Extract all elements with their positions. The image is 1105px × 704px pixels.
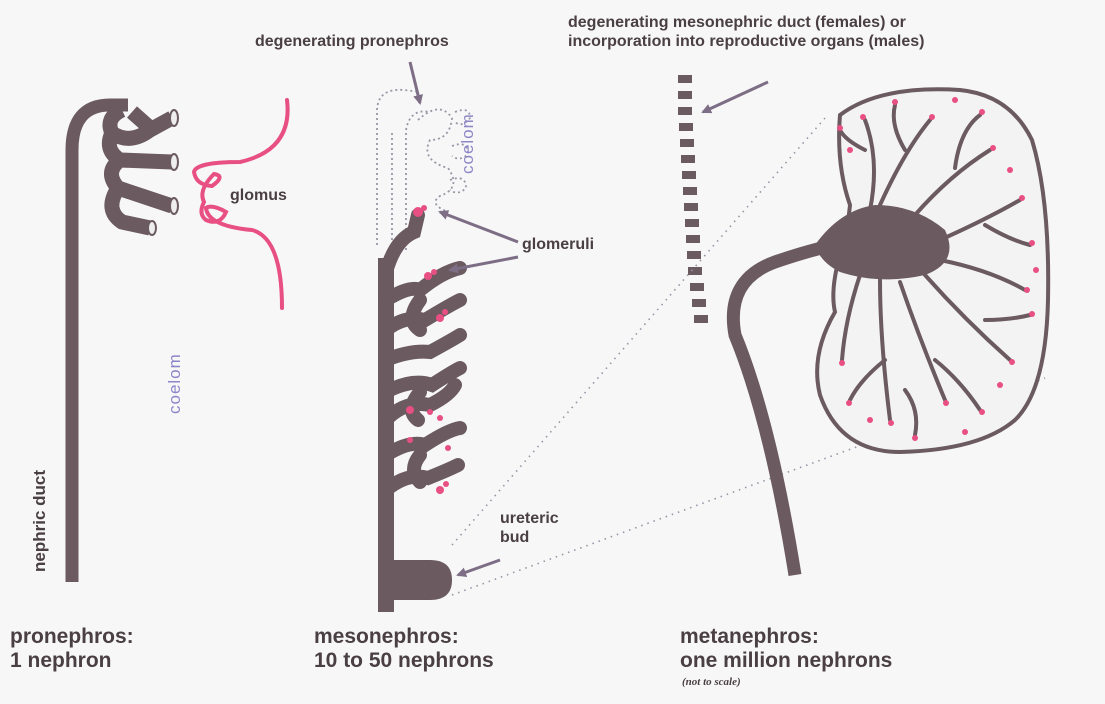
label-nephric-duct: nephric duct bbox=[30, 470, 49, 572]
caption-mesonephros-title: mesonephros: bbox=[314, 626, 459, 649]
ureteric-bud-shape bbox=[381, 560, 452, 600]
arrow-glomeruli-upper bbox=[440, 212, 518, 242]
label-degenerating-mesonephric-duct: degenerating mesonephric duct (females) … bbox=[568, 14, 906, 32]
arrow-degenerating-mesonephric-duct bbox=[703, 82, 768, 112]
caption-not-to-scale: (not to scale) bbox=[682, 676, 741, 688]
caption-mesonephros-count: 10 to 50 nephrons bbox=[314, 650, 494, 673]
label-incorporation-reproductive: incorporation into reproductive organs (… bbox=[568, 33, 925, 51]
label-coelom-pronephros: coelom bbox=[165, 353, 184, 414]
label-glomus: glomus bbox=[230, 187, 287, 205]
pronephros-tubules bbox=[109, 110, 172, 228]
nephric-duct-pronephros bbox=[72, 105, 128, 582]
degenerating-pronephros-outline bbox=[377, 90, 470, 250]
label-ureteric-line1: ureteric bbox=[500, 510, 559, 528]
caption-metanephros-count: one million nephrons bbox=[680, 650, 892, 673]
arrow-ureteric-bud bbox=[458, 560, 500, 575]
label-coelom-mesonephros: coelom bbox=[458, 113, 477, 174]
label-degenerating-pronephros: degenerating pronephros bbox=[255, 33, 449, 51]
arrow-degenerating-pronephros bbox=[410, 62, 420, 103]
ureter bbox=[733, 245, 835, 575]
label-glomeruli: glomeruli bbox=[522, 236, 594, 254]
pronephros bbox=[72, 100, 288, 582]
mesonephros bbox=[377, 90, 470, 612]
label-ureteric-line2: bud bbox=[500, 529, 529, 547]
caption-pronephros-count: 1 nephron bbox=[10, 650, 112, 673]
caption-metanephros-title: metanephros: bbox=[680, 626, 819, 649]
caption-pronephros-title: pronephros: bbox=[10, 626, 134, 649]
